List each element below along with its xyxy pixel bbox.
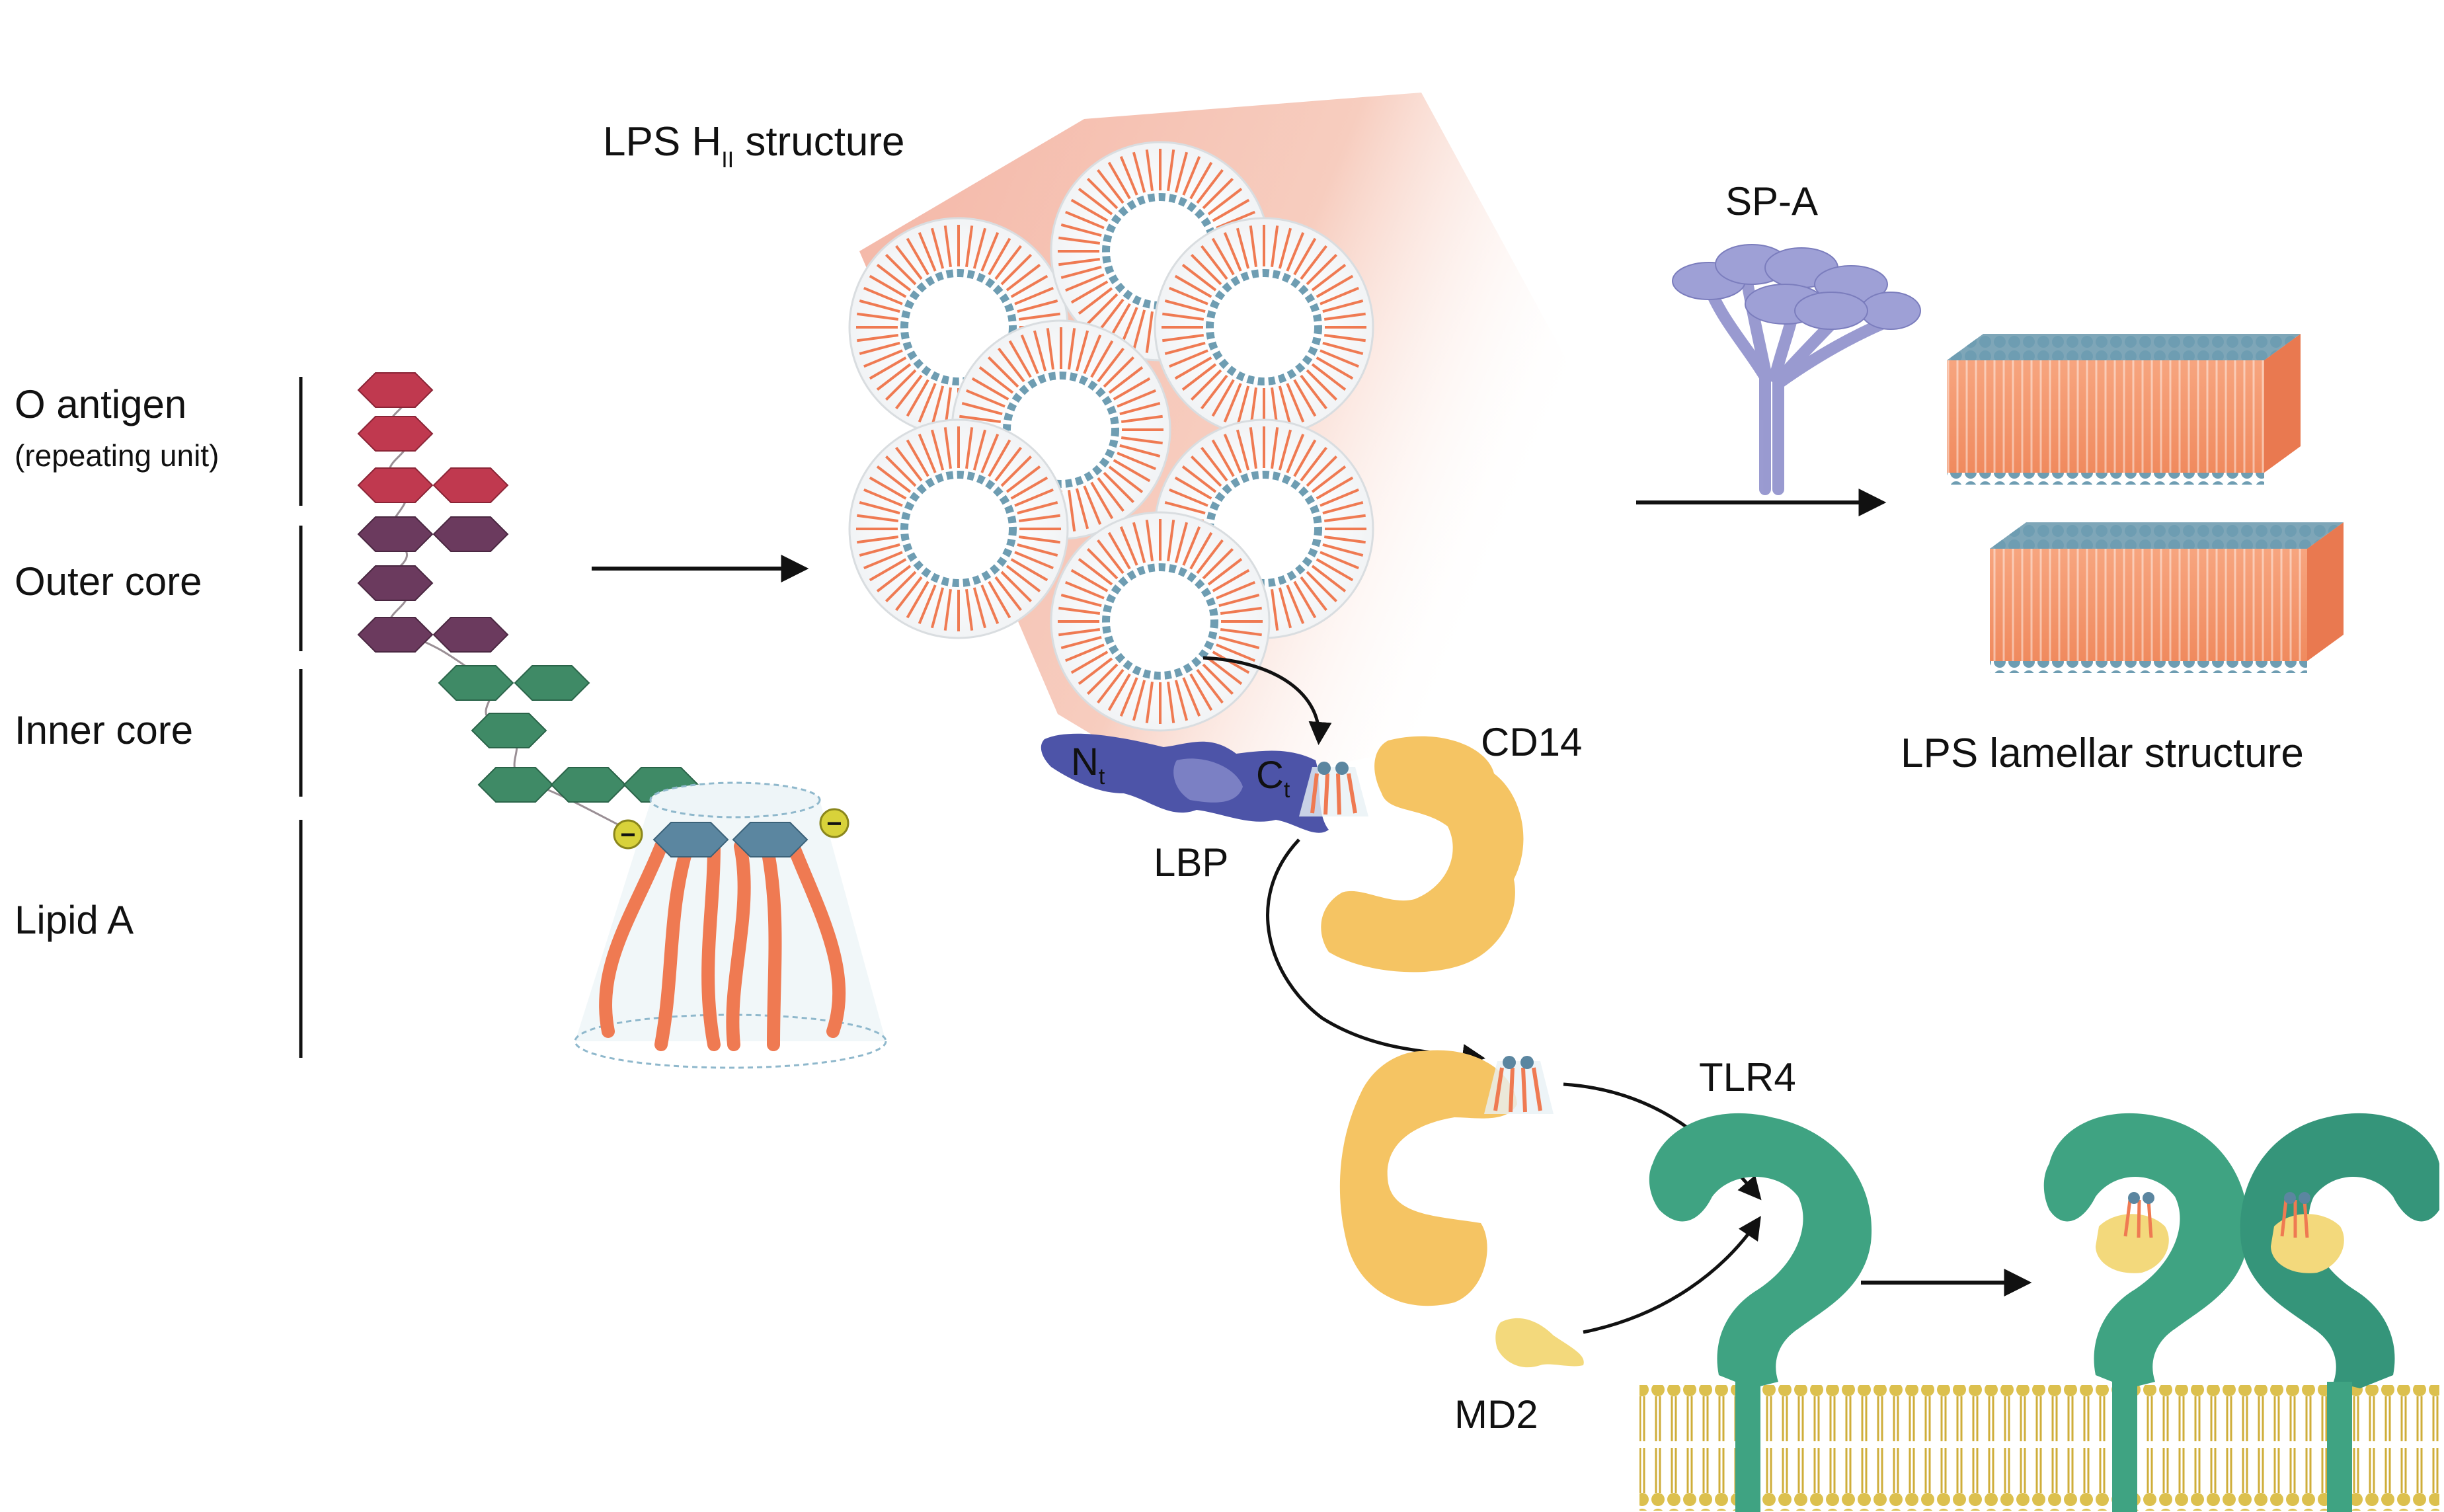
- o-antigen-sugar: [358, 416, 433, 452]
- md2-protein: [1495, 1318, 1584, 1368]
- tlr4-protein-right: [2240, 1113, 2439, 1388]
- cd14-protein: [1321, 736, 1524, 973]
- glucosamine-sugar: [732, 822, 808, 857]
- cd14-label: CD14: [1481, 720, 1582, 764]
- acyl-chain: [726, 840, 751, 1051]
- hii-tube-ring: [1050, 511, 1271, 732]
- lbp-n-terminus: Nt: [1071, 740, 1105, 789]
- cd14: CD14: [1321, 720, 1582, 973]
- tlr4-transmembrane-left: [2112, 1382, 2137, 1512]
- acyl-chain: [787, 840, 846, 1038]
- lps-molecule: O antigen (repeating unit) Outer core In…: [15, 372, 887, 1069]
- lps-in-dimer-right: [2280, 1192, 2310, 1238]
- sugar-linker: [388, 385, 635, 834]
- md2-in-dimer-right: [2271, 1214, 2344, 1273]
- cd14-lps-complex: [1339, 1050, 1554, 1306]
- inner-core-sugar: [551, 767, 626, 803]
- lps-on-lbp: [1299, 762, 1368, 816]
- tlr4-protein-left: [2043, 1113, 2249, 1388]
- o-antigen-sugar: [358, 467, 433, 503]
- o-antigen-sugar: [358, 372, 433, 408]
- lps-lamellar-structure: LPS lamellar structure: [1901, 334, 2344, 776]
- outer-core-sugar: [358, 516, 433, 552]
- hii-tube-ring: [848, 418, 1069, 639]
- lps-on-cd14: [1484, 1056, 1554, 1114]
- o-antigen-sugars: [358, 372, 508, 503]
- arrow-md2-to-tlr4: [1583, 1216, 1761, 1334]
- lipid-a-label: Lipid A: [15, 898, 134, 942]
- lbp-label: LBP: [1154, 840, 1228, 885]
- lps-lamellar-label: LPS lamellar structure: [1901, 731, 2304, 776]
- md2: MD2: [1454, 1318, 1584, 1437]
- inner-core-sugar: [471, 713, 547, 748]
- acyl-chain: [701, 840, 721, 1051]
- outer-core-sugar: [433, 617, 508, 653]
- tlr4-dimer: [2043, 1113, 2439, 1512]
- hii-tube-rings: [848, 141, 1374, 732]
- lps-hii-label: LPS HII structure: [603, 119, 905, 173]
- sp-a-head: [1860, 292, 1921, 330]
- lbp-c-terminus: Ct: [1256, 754, 1290, 803]
- tlr4-transmembrane-right: [2327, 1382, 2352, 1512]
- outer-core-label: Outer core: [15, 559, 202, 604]
- lps-in-dimer-left: [2123, 1192, 2154, 1238]
- tlr4-transmembrane: [1735, 1382, 1760, 1512]
- sp-a-heads: [1672, 244, 1921, 330]
- lipid-a-cone-top: [649, 781, 821, 818]
- acyl-chain: [654, 840, 694, 1051]
- outer-core-sugars: [358, 516, 508, 653]
- lipid-a: − −: [574, 781, 887, 1069]
- phosphate-charge-right: [819, 808, 849, 838]
- inner-core-sugar: [478, 767, 553, 803]
- sp-a-label: SP-A: [1725, 179, 1818, 223]
- outer-core-sugar: [433, 516, 508, 552]
- tlr4-monomer: TLR4: [1649, 1055, 1872, 1512]
- lamellar-slab-lower: [1990, 522, 2344, 673]
- charge-sign-right: −: [826, 809, 842, 838]
- cell-membrane: [1639, 1385, 2439, 1511]
- outer-core-sugar: [358, 617, 433, 653]
- inner-core-sugar: [514, 665, 590, 701]
- glucosamine-sugar: [653, 822, 729, 857]
- lamellar-slab-upper: [1947, 334, 2301, 485]
- lbp: Nt Ct LBP: [1041, 733, 1368, 885]
- lbp-middle-domain: [1173, 758, 1243, 803]
- o-antigen-label: O antigen: [15, 382, 186, 426]
- acyl-chain: [599, 840, 668, 1038]
- charge-sign-left: −: [620, 820, 635, 850]
- o-antigen-sugar: [433, 467, 508, 503]
- lps-hii-structure: LPS HII structure: [603, 93, 1587, 793]
- acyl-chain: [760, 840, 782, 1051]
- outer-core-sugar: [358, 565, 433, 601]
- cd14-protein-lower: [1339, 1050, 1517, 1306]
- inner-core-sugar: [438, 665, 514, 701]
- arrow-hii-to-lbp: [1202, 656, 1332, 745]
- inner-core-label: Inner core: [15, 708, 193, 752]
- hii-tube-ring: [1154, 217, 1374, 438]
- tlr4-label: TLR4: [1699, 1055, 1796, 1099]
- repeating-unit-label: (repeating unit): [15, 438, 219, 473]
- phosphate-charge-left: [613, 819, 643, 850]
- md2-label: MD2: [1454, 1392, 1538, 1437]
- membrane-segment: [1639, 1385, 2439, 1511]
- sp-a: SP-A: [1672, 179, 1921, 495]
- md2-in-dimer-left: [2096, 1214, 2169, 1273]
- inner-core-sugars: [438, 665, 699, 803]
- tlr4-protein: [1649, 1113, 1872, 1388]
- sp-a-head: [1794, 292, 1868, 330]
- acyl-chains: [599, 840, 846, 1051]
